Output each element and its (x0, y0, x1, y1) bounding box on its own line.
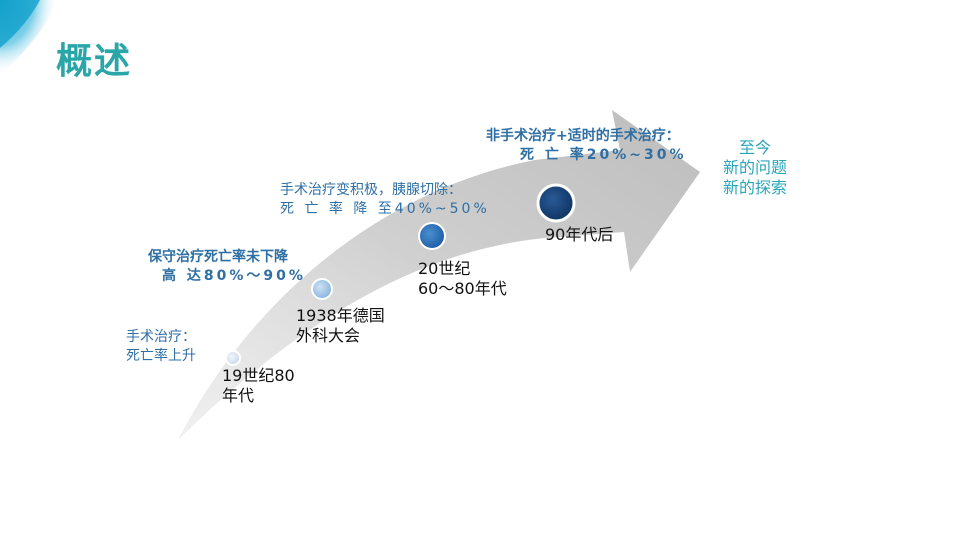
stage-3-label: 20世纪 60～80年代 (418, 259, 507, 299)
page-title: 概述 (56, 41, 133, 82)
stage-2-label-line-1: 1938年德国 (296, 306, 385, 325)
stage-3-label-line-2: 60～80年代 (418, 279, 507, 298)
stage-3-note-line-1: 手术治疗变积极，胰腺切除： (280, 182, 462, 198)
corner-decoration (0, 0, 58, 75)
stage-1-note: 手术治疗： 死亡率上升 (126, 328, 196, 366)
stage-1-note-line-1: 手术治疗： (126, 329, 196, 345)
stage-2-label-line-2: 外科大会 (296, 326, 361, 345)
stage-node-2 (311, 278, 333, 300)
stage-1-label-line-2: 年代 (222, 386, 255, 405)
stage-2-label: 1938年德国 外科大会 (296, 306, 385, 346)
stage-node-1 (225, 350, 241, 366)
stage-2-note-line-2: 高 达80%～90% (162, 268, 306, 284)
stage-4-label-line-1: 90年代后 (545, 225, 614, 244)
stage-1-label: 19世纪80 年代 (222, 366, 295, 406)
stage-node-4 (536, 183, 576, 223)
stage-4-note: 非手术治疗+适时的手术治疗： 死 亡 率20%~30% (486, 127, 687, 165)
stage-3-note: 手术治疗变积极，胰腺切除： 死 亡 率 降 至40%~50% (280, 181, 490, 219)
stage-2-note: 保守治疗死亡率未下降 高 达80%～90% (148, 248, 306, 286)
stage-1-note-line-2: 死亡率上升 (126, 348, 196, 364)
stage-4-note-line-2: 死 亡 率20%~30% (520, 147, 687, 163)
stage-4-note-line-1: 非手术治疗+适时的手术治疗： (486, 128, 680, 144)
stage-2-note-line-1: 保守治疗死亡率未下降 (148, 249, 288, 265)
stage-node-3 (418, 222, 446, 250)
stage-4-label: 90年代后 (545, 225, 613, 245)
stage-3-note-line-2: 死 亡 率 降 至40%~50% (280, 201, 490, 217)
future-line-3: 新的探索 (722, 178, 787, 197)
future-line-1: 至今 (738, 138, 771, 157)
stage-1-label-line-1: 19世纪80 (222, 366, 295, 385)
stage-3-label-line-1: 20世纪 (418, 259, 471, 278)
future-note: 至今 新的问题 新的探索 (712, 138, 798, 198)
future-line-2: 新的问题 (722, 158, 787, 177)
